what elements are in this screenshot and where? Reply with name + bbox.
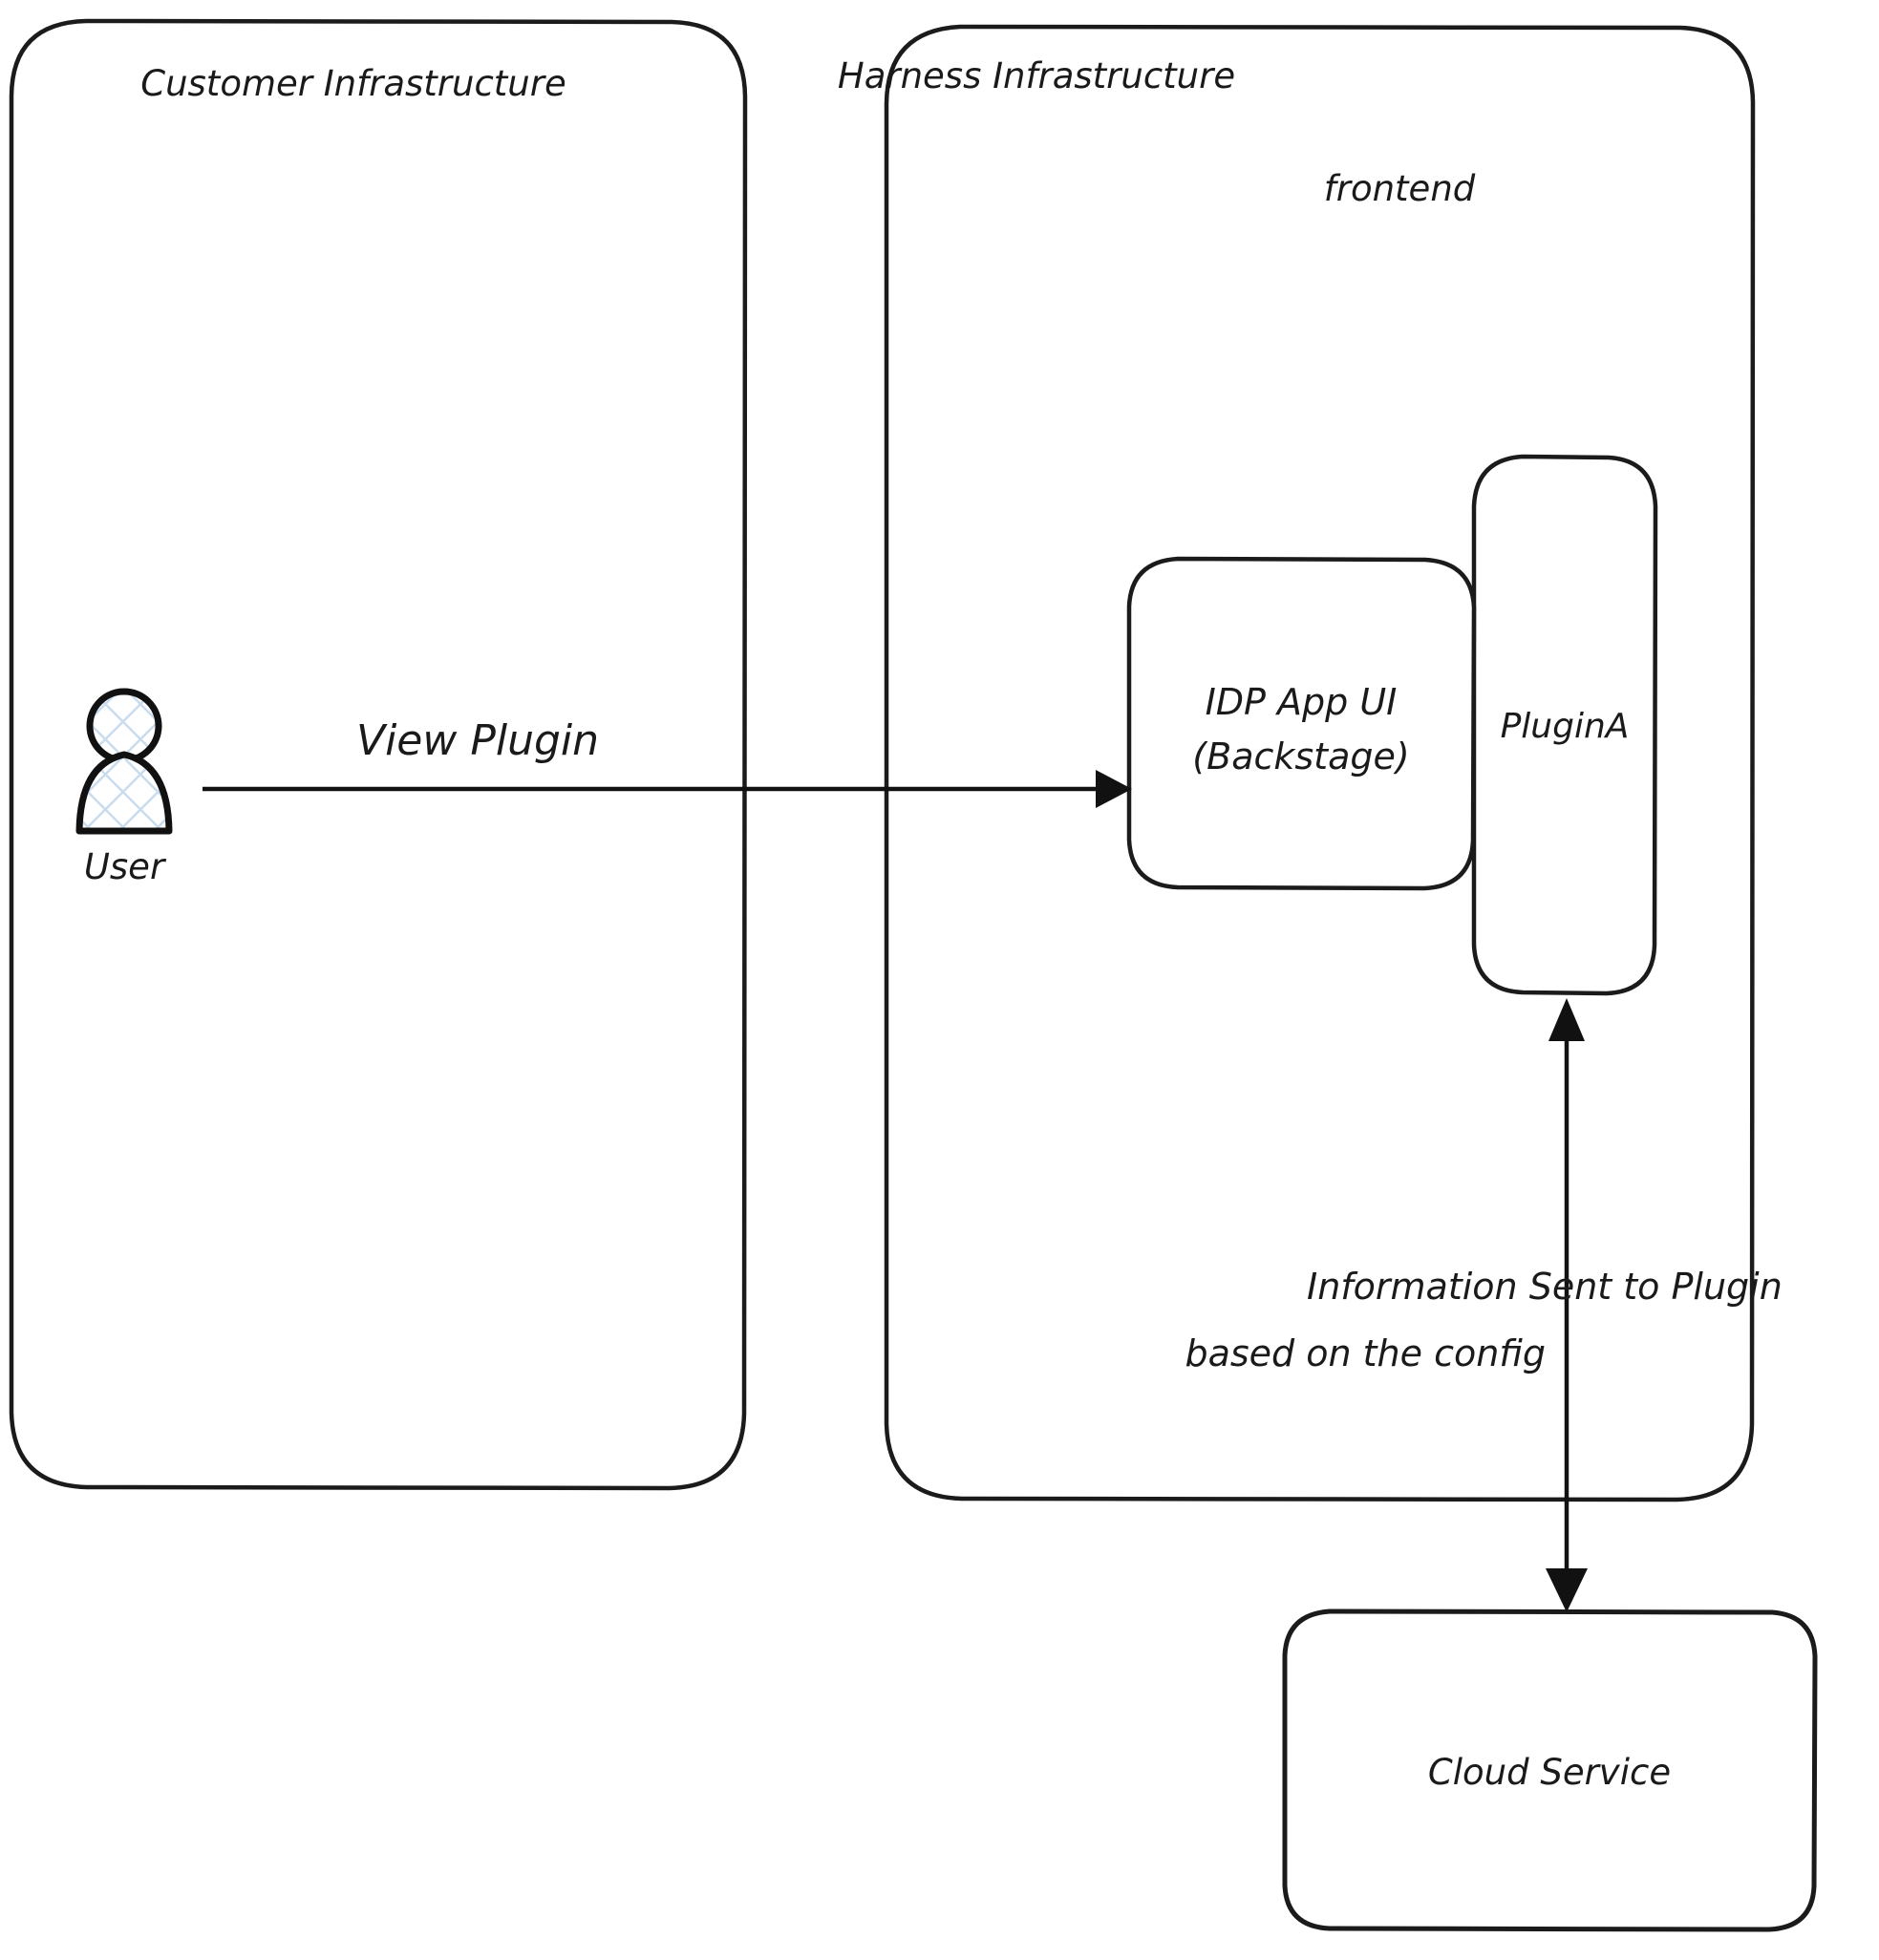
actor-user[interactable]: User bbox=[75, 688, 173, 887]
idp-app-ui-label-line2: (Backstage) bbox=[1192, 735, 1409, 778]
cloud-service-label: Cloud Service bbox=[1428, 1752, 1671, 1793]
information-sent-label-line1: Information Sent to Plugin bbox=[1307, 1266, 1783, 1308]
user-actor-body-icon bbox=[75, 751, 173, 835]
plugin-a-label: PluginA bbox=[1501, 707, 1630, 746]
edge-user-to-idp-app-ui[interactable]: View Plugin bbox=[203, 716, 1132, 808]
plugin-a-border bbox=[1471, 454, 1658, 996]
edge-cloud-to-plugin-arrowhead-up bbox=[1548, 998, 1585, 1041]
edge-cloud-to-plugin-arrowhead-down bbox=[1546, 1568, 1588, 1612]
cloud-service-border bbox=[1282, 1608, 1818, 1932]
customer-infrastructure-border bbox=[9, 18, 748, 1491]
idp-app-ui-border bbox=[1126, 556, 1477, 891]
node-plugin-a[interactable]: PluginA bbox=[1471, 454, 1658, 996]
edge-cloud-service-to-plugin-a[interactable]: Information Sent to Plugin based on the … bbox=[1185, 998, 1783, 1612]
node-cloud-service[interactable]: Cloud Service bbox=[1282, 1608, 1818, 1932]
user-actor-label: User bbox=[84, 846, 167, 887]
information-sent-label-line2: based on the config bbox=[1185, 1332, 1546, 1374]
frontend-label: frontend bbox=[1324, 168, 1476, 209]
edge-user-to-idp-arrowhead bbox=[1096, 770, 1132, 808]
customer-infrastructure-label: Customer Infrastructure bbox=[140, 63, 566, 104]
idp-app-ui-label-line1: IDP App UI bbox=[1206, 681, 1398, 723]
node-idp-app-ui[interactable]: IDP App UI (Backstage) bbox=[1126, 556, 1477, 891]
user-actor-head-icon bbox=[86, 688, 162, 764]
group-customer-infrastructure[interactable]: Customer Infrastructure bbox=[9, 18, 748, 1491]
harness-infrastructure-label: Harness Infrastructure bbox=[838, 55, 1235, 96]
view-plugin-edge-label: View Plugin bbox=[356, 716, 599, 765]
